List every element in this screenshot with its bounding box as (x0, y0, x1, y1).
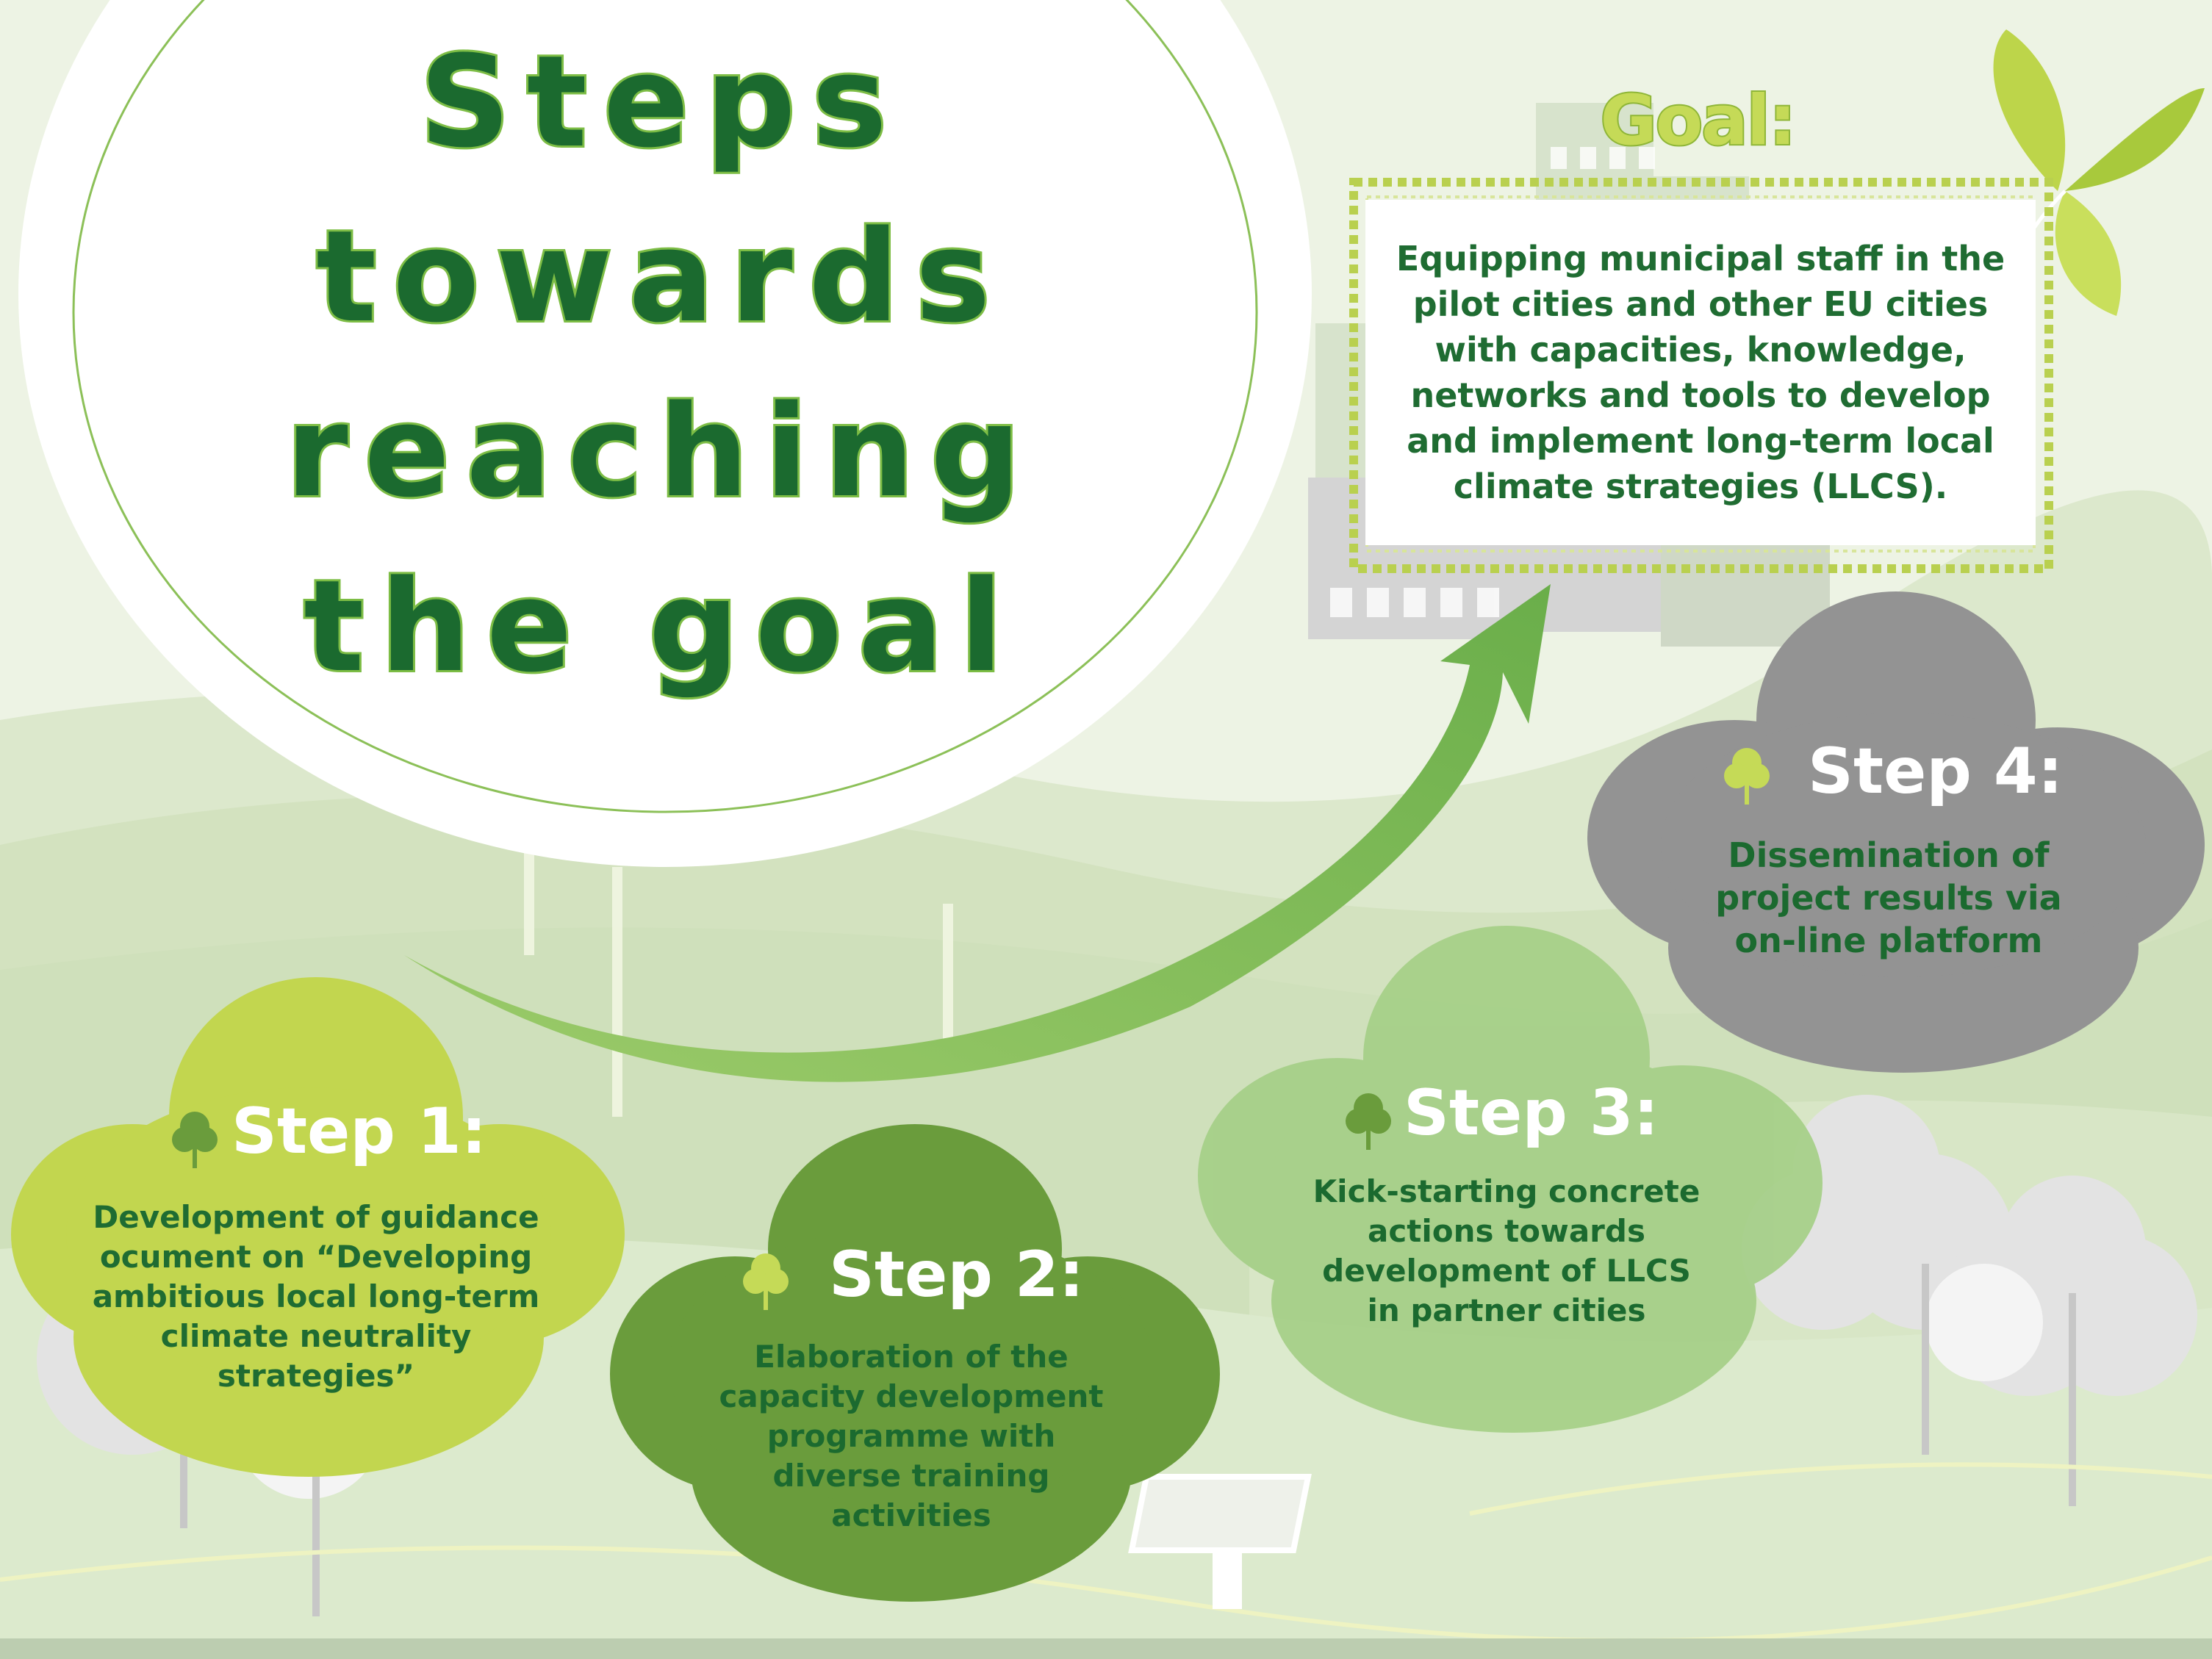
step-3-description: Kick-starting concrete actions towards d… (1313, 1173, 1701, 1328)
step-4-label: Step 4: (1808, 735, 2064, 808)
step-1-cloud (11, 977, 625, 1477)
title-line-1: Steps (417, 26, 904, 178)
tree-icon (743, 1253, 789, 1310)
step-2-label: Step 2: (829, 1238, 1085, 1311)
leaves-icon (1993, 29, 2205, 316)
title-line-4: the goal (301, 550, 1019, 702)
goal-text: Equipping municipal staff in the pilot c… (1396, 239, 2005, 506)
tree-icon (172, 1112, 218, 1168)
page-title: Steps towards reaching the goal (184, 15, 1139, 714)
arrow-icon (404, 584, 1551, 1082)
goal-heading: Goal: (1599, 79, 1798, 162)
title-line-2: towards (314, 201, 1007, 353)
title-line-3: reaching (284, 375, 1038, 528)
step-1-description: Development of guidance ocument on “Deve… (92, 1199, 540, 1394)
step-3-cloud (1198, 926, 1823, 1433)
goal-box: Equipping municipal staff in the pilot c… (1365, 200, 2036, 545)
tree-icon (1346, 1093, 1391, 1150)
step-2-description: Elaboration of the capacity development … (719, 1339, 1104, 1533)
step-2-cloud (610, 1124, 1220, 1602)
step-1-label: Step 1: (231, 1095, 487, 1168)
step-3-label: Step 3: (1404, 1076, 1659, 1150)
step-4-description: Dissemination of project results via on-… (1715, 835, 2062, 960)
step-4-cloud (1587, 591, 2205, 1073)
tree-icon (1724, 748, 1770, 805)
